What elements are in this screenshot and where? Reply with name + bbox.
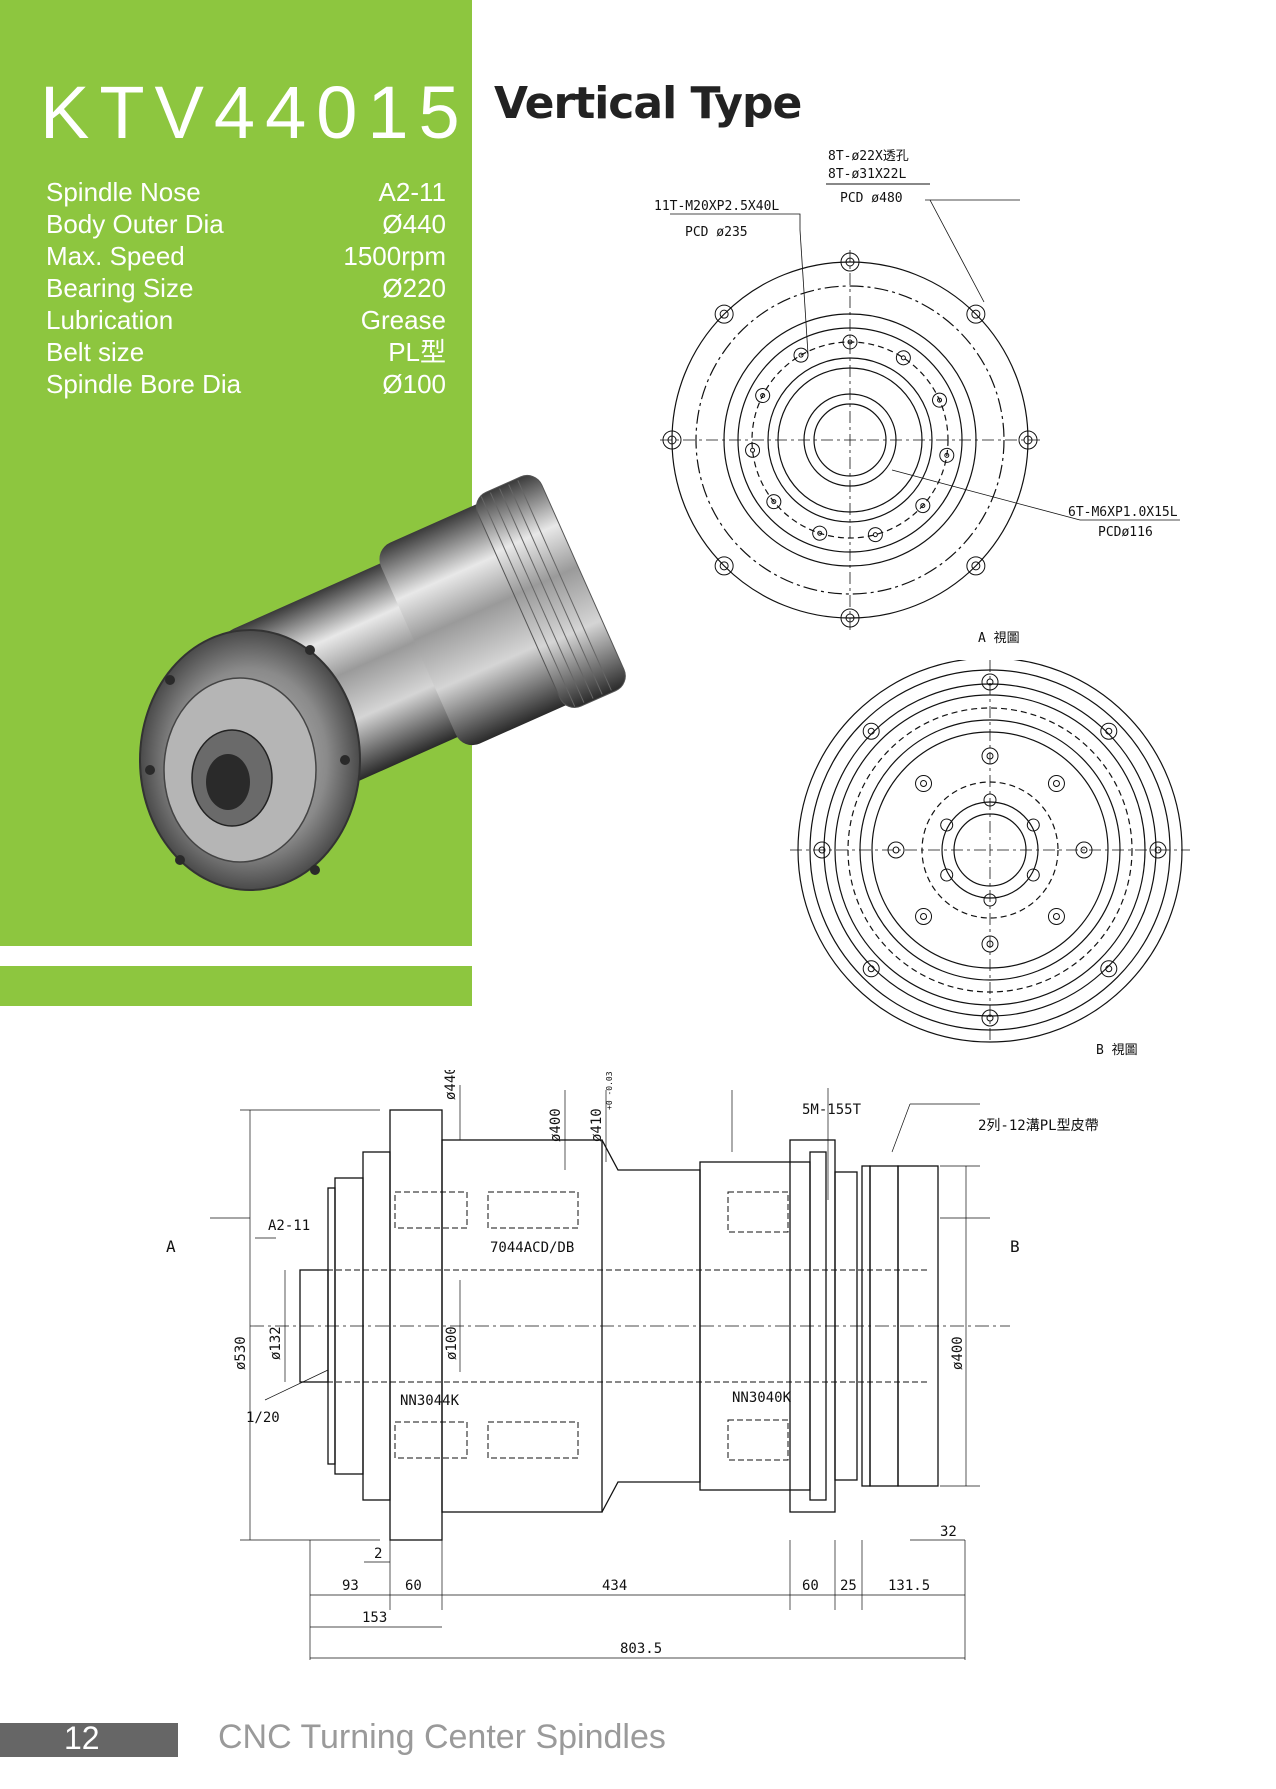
arrow-a-label: A: [166, 1237, 176, 1256]
spec-row: Bearing Size Ø220: [46, 272, 446, 304]
spec-value: Ø220: [382, 273, 446, 303]
view-a-note: 8T-ø31X22L: [828, 167, 906, 182]
page-heading: Vertical Type: [494, 78, 802, 129]
dim-60b: 60: [802, 1578, 819, 1594]
spec-label: Body Outer Dia: [46, 209, 224, 239]
dim-d132: ø132: [268, 1326, 284, 1360]
dim-d530: ø530: [233, 1336, 249, 1370]
dim-d400-right: ø400: [950, 1336, 966, 1370]
taper-label: 1/20: [246, 1410, 280, 1426]
spindle-nose-label: A2-11: [268, 1218, 310, 1234]
spec-value: Grease: [360, 305, 446, 335]
dim-2: 2: [374, 1546, 382, 1562]
dim-153: 153: [362, 1610, 387, 1626]
view-a-note: 6T-M6XP1.0X15L: [1068, 505, 1178, 520]
spec-label: Belt size: [46, 337, 145, 367]
belt-teeth-label: 5M-155T: [802, 1102, 862, 1118]
view-a-note: PCD ø480: [840, 191, 903, 206]
spec-value: Ø440: [382, 209, 446, 239]
bearing-front-label: 7044ACD/DB: [490, 1240, 574, 1256]
page-number: 12: [64, 1720, 100, 1756]
dim-d440: ø440: [443, 1070, 459, 1100]
view-a-note: 11T-M20XP2.5X40L: [654, 199, 779, 214]
footer-title: CNC Turning Center Spindles: [218, 1718, 666, 1756]
spec-row: Belt size PL型: [46, 336, 446, 368]
view-b-drawing: B 視圖: [790, 660, 1190, 1058]
spec-row: Lubrication Grease: [46, 304, 446, 336]
spec-value: Ø100: [382, 369, 446, 399]
belt-note: 2列-12溝PL型皮帶: [978, 1118, 1099, 1134]
spec-row: Spindle Nose A2-11: [46, 176, 446, 208]
dim-d410-tol: +0 -0.03: [605, 1071, 614, 1110]
dim-d400-top: ø400: [548, 1108, 564, 1142]
dim-60a: 60: [405, 1578, 422, 1594]
view-a-caption: A 視圖: [978, 631, 1020, 646]
view-b-caption: B 視圖: [1096, 1043, 1138, 1058]
spec-label: Spindle Nose: [46, 177, 201, 207]
view-a-note: PCDø116: [1098, 525, 1153, 540]
page-number-box: [0, 1723, 178, 1757]
dim-803-5: 803.5: [620, 1641, 662, 1657]
spec-list: Spindle Nose A2-11 Body Outer Dia Ø440 Max…: [46, 176, 446, 400]
view-a-drawing: 8T-ø22X透孔 8T-ø31X22L PCD ø480 11T-M20XP2…: [654, 149, 1180, 646]
dim-434: 434: [602, 1578, 627, 1594]
arrow-b-label: B: [1010, 1237, 1020, 1256]
bearing-nn-rear-label: NN3040K: [732, 1390, 792, 1406]
spec-label: Bearing Size: [46, 273, 194, 303]
side-view-drawing: ø440 ø400 ø410 +0 -0.03 5M-155T 2列-12溝PL…: [166, 1070, 1099, 1660]
dim-25: 25: [840, 1578, 857, 1594]
spec-value: 1500rpm: [343, 241, 446, 271]
dim-d410: ø410: [589, 1108, 605, 1142]
green-accent-bar: [0, 966, 472, 1006]
spec-label: Lubrication: [46, 305, 174, 335]
dim-32: 32: [940, 1524, 957, 1540]
spec-label: Max. Speed: [46, 241, 185, 271]
spec-value: A2-11: [378, 177, 446, 207]
spec-row: Spindle Bore Dia Ø100: [46, 368, 446, 400]
bearing-nn-front-label: NN3044K: [400, 1393, 460, 1409]
dim-d100: ø100: [444, 1326, 460, 1360]
spec-row: Body Outer Dia Ø440: [46, 208, 446, 240]
view-a-note: PCD ø235: [685, 225, 748, 240]
spec-value: PL型: [388, 337, 446, 367]
spec-label: Spindle Bore Dia: [46, 369, 242, 399]
spec-row: Max. Speed 1500rpm: [46, 240, 446, 272]
dim-131-5: 131.5: [888, 1578, 930, 1594]
model-title: KTV44015: [40, 71, 470, 154]
spindle-product-image: [139, 474, 626, 891]
dim-93: 93: [342, 1578, 359, 1594]
view-a-note: 8T-ø22X透孔: [828, 149, 909, 164]
